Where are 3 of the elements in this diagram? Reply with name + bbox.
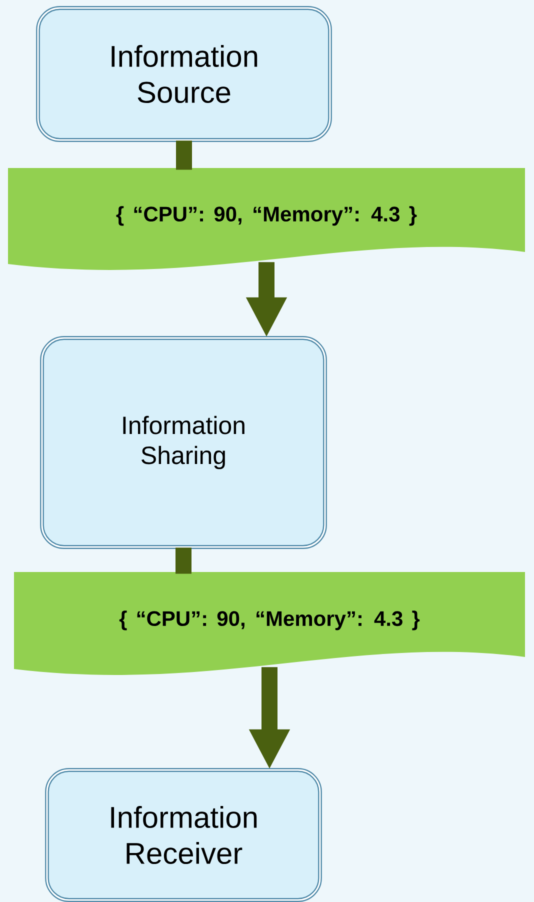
process-box: Information Receiver <box>45 768 322 902</box>
process-box: Information Source <box>36 6 332 142</box>
process-box: Information Sharing <box>40 336 327 549</box>
